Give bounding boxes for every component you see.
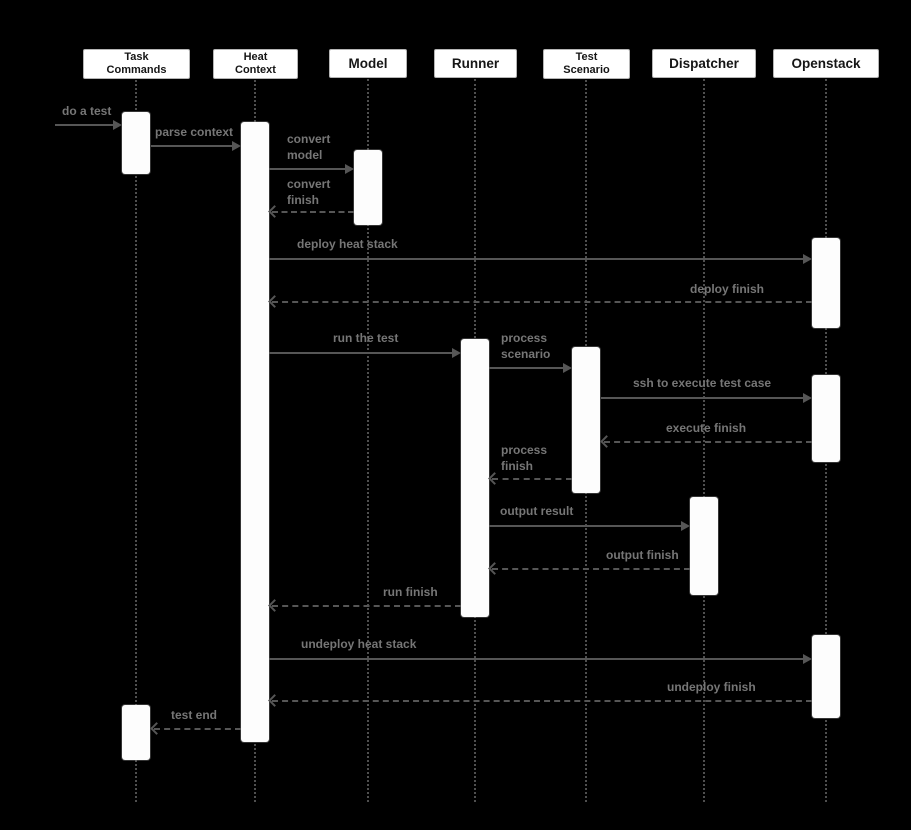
message-label-run-the-test: run the test: [333, 331, 399, 345]
arrowhead-test-end: [150, 722, 163, 735]
activation-task-commands-1: [122, 112, 150, 174]
message-label-ssh-to-execute-test-case: ssh to execute test case: [633, 376, 772, 390]
message-label-output-result: output result: [500, 504, 574, 518]
message-line-process-finish: [492, 478, 572, 480]
message-label-undeploy-heat-stack: undeploy heat stack: [301, 637, 417, 651]
arrowhead-parse-context: [232, 141, 241, 151]
message-line-parse-context: [151, 145, 232, 147]
message-label-convert-model: convert model: [287, 132, 331, 162]
participant-runner: Runner: [434, 49, 517, 78]
arrowhead-convert-model: [345, 164, 354, 174]
activation-dispatcher: [690, 497, 718, 595]
message-label-deploy-finish: deploy finish: [690, 282, 765, 296]
participant-task-commands: Task Commands: [83, 49, 190, 79]
message-label-convert-finish: convert finish: [287, 177, 331, 207]
message-line-run-the-test: [269, 352, 452, 354]
participant-openstack: Openstack: [773, 49, 879, 78]
arrowhead-output-finish: [488, 562, 501, 575]
message-label-run-finish: run finish: [383, 585, 438, 599]
message-line-do-a-test: [55, 124, 113, 126]
arrowhead-deploy-heat-stack: [803, 254, 812, 264]
arrowhead-convert-finish: [268, 205, 281, 218]
message-label-execute-finish: execute finish: [666, 421, 747, 435]
message-line-output-result: [489, 525, 681, 527]
arrowhead-run-finish: [268, 599, 281, 612]
message-label-parse-context: parse context: [155, 125, 234, 139]
message-label-output-finish: output finish: [606, 548, 679, 562]
arrowhead-output-result: [681, 521, 690, 531]
lifeline-task-commands: [135, 80, 137, 802]
arrowhead-deploy-finish: [268, 295, 281, 308]
arrowhead-ssh-to-execute-test-case: [803, 393, 812, 403]
arrowhead-do-a-test: [113, 120, 122, 130]
message-label-do-a-test: do a test: [62, 104, 112, 118]
message-line-execute-finish: [604, 441, 812, 443]
participant-heat-context: Heat Context: [213, 49, 298, 79]
arrowhead-undeploy-heat-stack: [803, 654, 812, 664]
participant-test-scenario: Test Scenario: [543, 49, 630, 79]
participant-model: Model: [329, 49, 407, 78]
message-label-test-end: test end: [171, 708, 218, 722]
activation-heat-context: [241, 122, 269, 742]
message-label-process-scenario: process scenario: [501, 331, 551, 361]
message-label-process-finish: process finish: [501, 443, 548, 473]
message-line-output-finish: [492, 568, 690, 570]
message-label-undeploy-finish: undeploy finish: [667, 680, 756, 694]
activation-runner: [461, 339, 489, 617]
message-line-deploy-finish: [272, 301, 812, 303]
arrowhead-run-the-test: [452, 348, 461, 358]
message-label-deploy-heat-stack: deploy heat stack: [297, 237, 398, 251]
message-line-convert-finish: [272, 211, 354, 213]
participant-dispatcher: Dispatcher: [652, 49, 756, 78]
arrowhead-execute-finish: [600, 435, 613, 448]
message-line-test-end: [154, 728, 241, 730]
message-line-convert-model: [269, 168, 345, 170]
lifeline-model: [367, 79, 369, 802]
activation-openstack-deploy: [812, 238, 840, 328]
message-line-deploy-heat-stack: [269, 258, 803, 260]
activation-model: [354, 150, 382, 225]
activation-task-commands-2: [122, 705, 150, 760]
activation-openstack-undeploy: [812, 635, 840, 718]
lifeline-dispatcher: [703, 79, 705, 802]
activation-test-scenario: [572, 347, 600, 493]
arrowhead-process-finish: [488, 472, 501, 485]
arrowhead-process-scenario: [563, 363, 572, 373]
message-line-undeploy-heat-stack: [269, 658, 803, 660]
message-line-undeploy-finish: [272, 700, 812, 702]
arrowhead-undeploy-finish: [268, 694, 281, 707]
activation-openstack-execute: [812, 375, 840, 462]
message-line-ssh-to-execute-test-case: [601, 397, 803, 399]
message-line-process-scenario: [489, 367, 563, 369]
message-line-run-finish: [272, 605, 461, 607]
